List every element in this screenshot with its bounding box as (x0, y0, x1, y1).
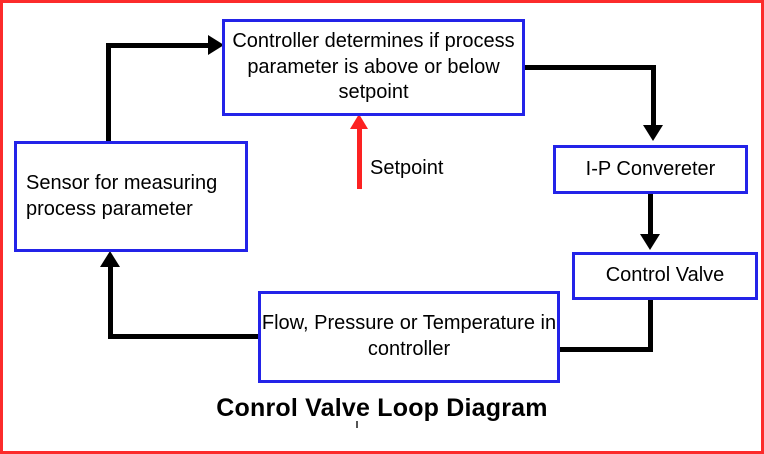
connector-sensor-to-controller-horizontal (106, 43, 211, 48)
arrowhead-down-icon (643, 125, 663, 141)
connector-valve-to-process-horizontal (557, 347, 653, 352)
connector-controller-to-ip-horizontal (525, 65, 656, 70)
setpoint-arrow-shaft (357, 127, 362, 189)
node-controller[interactable]: Controller determines if process paramet… (222, 19, 525, 116)
arrowhead-up-icon (350, 114, 368, 129)
diagram-title: Conrol Valve Loop Diagram (216, 394, 548, 422)
connector-sensor-to-controller-vertical (106, 43, 111, 144)
setpoint-label: Setpoint (370, 157, 444, 179)
node-process-variable[interactable]: Flow, Pressure or Temperature in control… (258, 291, 560, 383)
connector-controller-to-ip-vertical (651, 65, 656, 127)
arrowhead-down-icon (640, 234, 660, 250)
title-artifact-mark (356, 421, 358, 428)
node-sensor[interactable]: Sensor for measuring process parameter (14, 141, 248, 252)
arrowhead-right-icon (208, 35, 224, 55)
node-control-valve[interactable]: Control Valve (572, 252, 758, 300)
connector-process-to-sensor-horizontal (108, 334, 261, 339)
connector-ip-to-valve-vertical (648, 194, 653, 236)
node-ip-converter[interactable]: I-P Convereter (553, 145, 748, 194)
connector-process-to-sensor-vertical (108, 266, 113, 339)
connector-valve-to-process-vertical (648, 300, 653, 352)
arrowhead-up-icon (100, 251, 120, 267)
